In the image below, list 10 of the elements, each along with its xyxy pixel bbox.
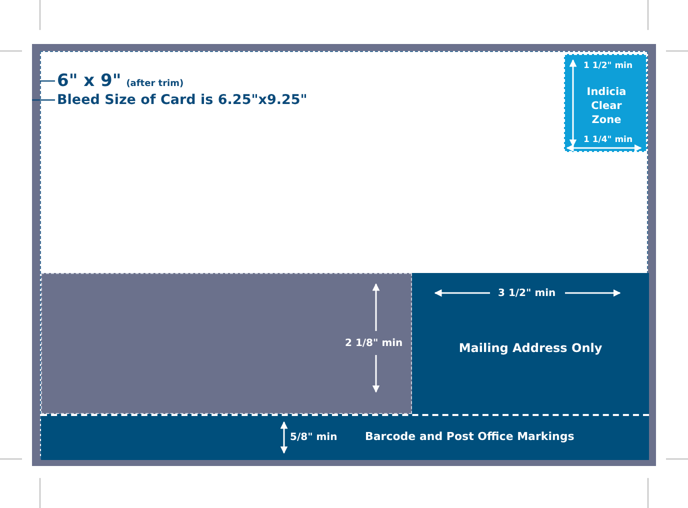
dimension-label: 2 1/8" min <box>345 338 403 348</box>
clear-area <box>41 273 412 414</box>
bleed-size-text: Bleed Size of Card is 6.25"x9.25" <box>57 91 317 109</box>
trim-size-text: 6" x 9" (after trim) <box>57 71 257 91</box>
leader-line <box>40 80 55 82</box>
dimension-label: 1 1/2" min <box>584 61 633 71</box>
dimension-label: 5/8" min <box>290 432 338 442</box>
dimension-label: 3 1/2" min <box>498 288 556 298</box>
dimension-label: 1 1/4" min <box>584 135 633 145</box>
leader-line <box>32 99 55 101</box>
